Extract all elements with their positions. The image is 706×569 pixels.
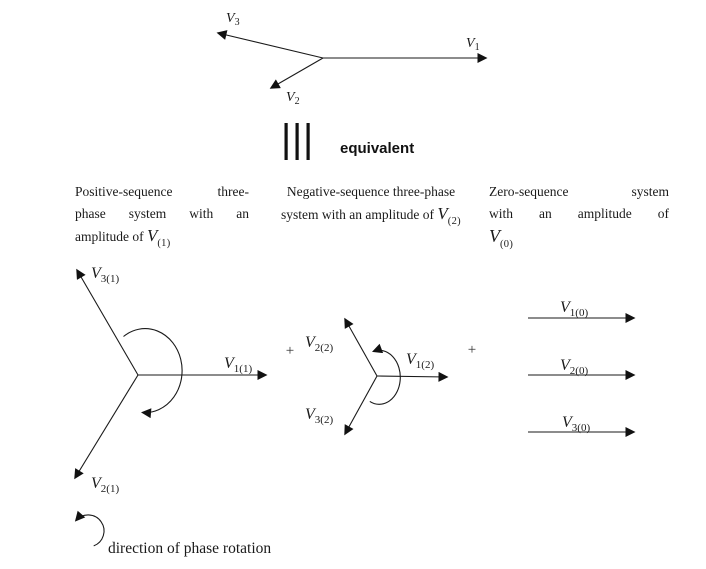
label-v2-0: V2(0): [560, 357, 588, 377]
label-v1-2: V1(2): [406, 351, 434, 371]
v-symbol: V: [489, 226, 500, 246]
vector-v2-2-arrow: [344, 317, 378, 377]
equivalence-bar: [306, 123, 310, 160]
label-v3-2: V3(2): [305, 406, 333, 426]
v-subscript: (0): [500, 239, 514, 250]
description-line: Positive-sequence three-: [75, 184, 249, 199]
label-v1: V1: [466, 36, 480, 53]
equivalence-bar: [295, 123, 299, 160]
sum-operators: + +: [286, 342, 476, 359]
description-line: amplitude of V(1): [75, 226, 171, 249]
description-line: phase system with an: [75, 206, 249, 221]
rotation-direction-arrow: [74, 510, 105, 547]
description-line: Negative-sequence three-phase: [286, 184, 456, 199]
label-v2-1: V2(1): [91, 475, 119, 495]
description-zero-sequence: Zero-sequence system with an amplitude o…: [489, 181, 669, 256]
vector-v3-arrow: [216, 30, 324, 59]
rotation-caption: direction of phase rotation: [108, 540, 271, 557]
vector-v2-1-arrow: [74, 374, 139, 480]
phase-rotation-note: direction of phase rotation: [74, 510, 271, 557]
plus-sign-left: +: [286, 343, 294, 359]
equivalent-label: equivalent: [340, 140, 414, 157]
description-line: Zero-sequence system: [489, 184, 669, 199]
description-line: V(0): [489, 225, 669, 256]
vector-v3-2-arrow: [344, 375, 378, 436]
vector-v3-1-arrow: [76, 268, 139, 376]
plus-sign-right: +: [468, 342, 476, 358]
description-negative-sequence: Negative-sequence three-phase system wit…: [254, 181, 488, 233]
v-symbol: V: [437, 204, 448, 223]
equivalence-sign: equivalent: [284, 123, 414, 160]
negative-sequence-phasors: V2(2) V1(2) V3(2): [305, 317, 449, 436]
vector-v1-2-arrow: [376, 371, 449, 382]
label-v3-0: V3(0): [562, 414, 590, 434]
zero-sequence-phasors: V1(0) V2(0) V3(0): [528, 299, 636, 437]
label-v1-0: V1(0): [560, 299, 588, 319]
positive-sequence-phasors: V3(1) V1(1) V2(1): [74, 265, 268, 495]
label-v2-2: V2(2): [305, 334, 333, 354]
vector-v2-arrow: [269, 57, 324, 89]
v-subscript: (1): [157, 238, 171, 249]
equivalence-bar: [284, 123, 288, 160]
label-v3: V3: [226, 11, 240, 28]
description-positive-sequence: Positive-sequence three- phase system wi…: [75, 181, 249, 255]
rotation-arc-positive: [123, 328, 183, 419]
label-v1-1: V1(1): [224, 355, 252, 375]
unbalanced-system: V1 V3 V2: [216, 11, 488, 107]
label-v3-1: V3(1): [91, 265, 119, 285]
description-line: with an amplitude of: [489, 206, 669, 221]
v-subscript: (2): [447, 216, 461, 227]
v-symbol: V: [146, 226, 158, 245]
rotation-arc-negative: [369, 343, 401, 405]
label-v2: V2: [286, 90, 300, 107]
description-line: system with an amplitude of V(2): [281, 204, 461, 227]
